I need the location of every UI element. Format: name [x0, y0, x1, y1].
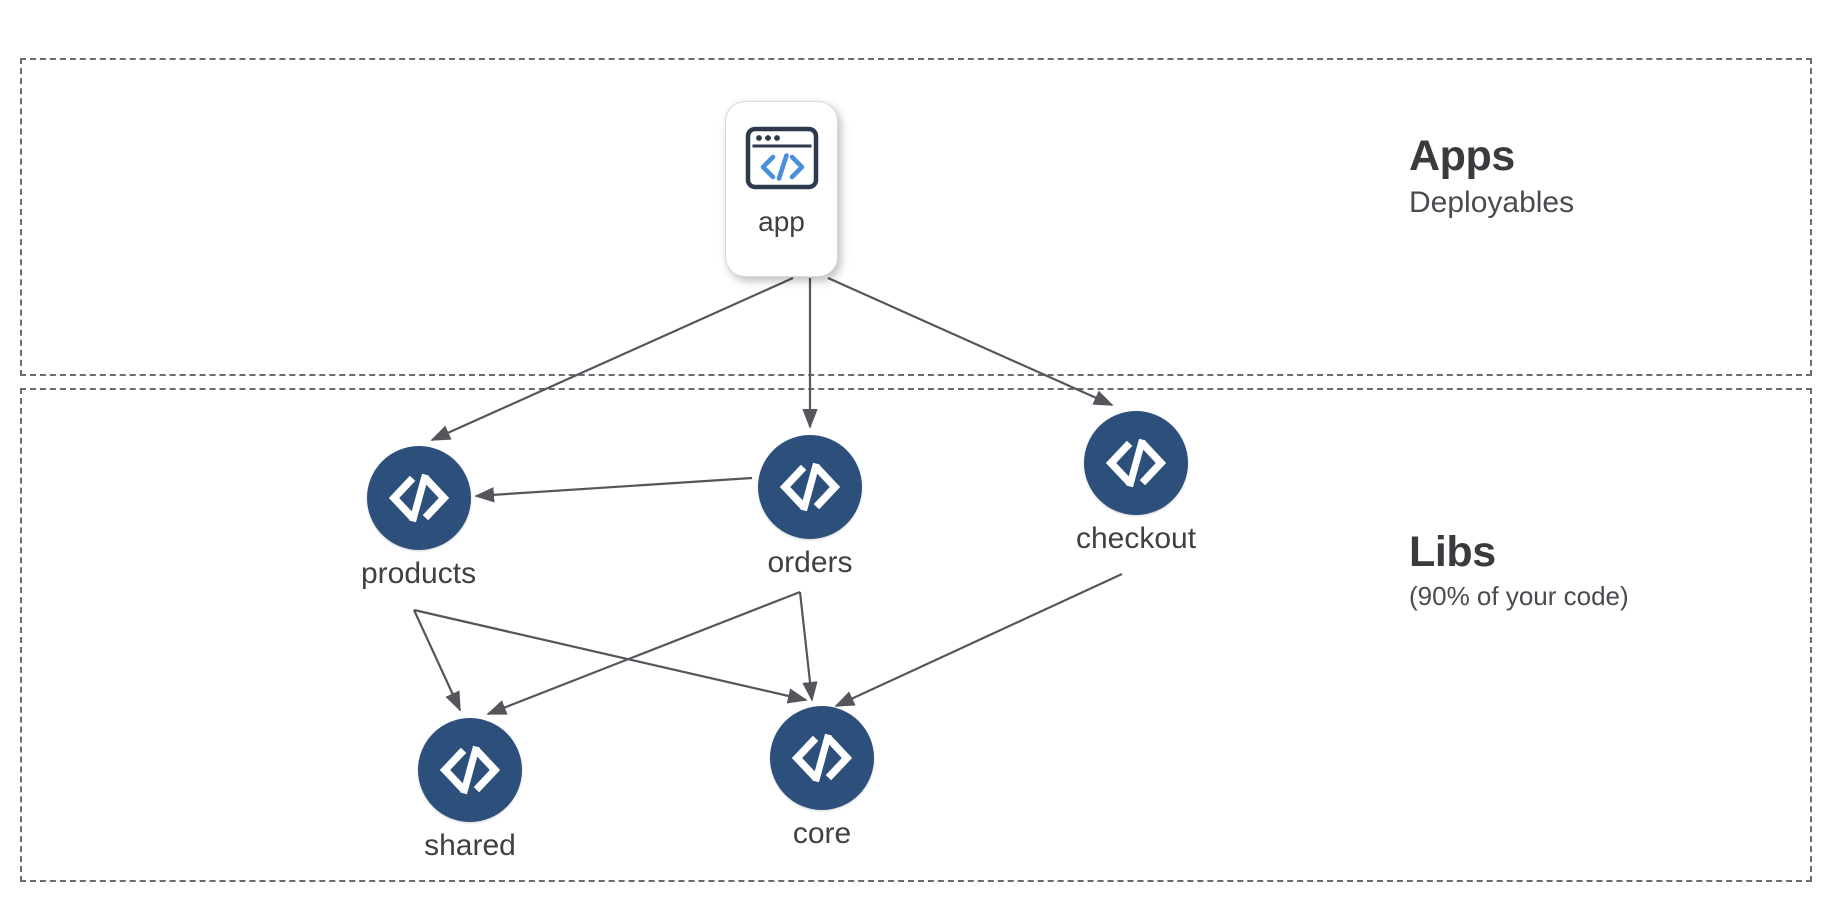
node-app[interactable]: app	[725, 101, 838, 277]
zone-apps-caption: Apps Deployables	[1409, 132, 1574, 220]
node-shared-label: shared	[424, 829, 516, 862]
node-products-label: products	[361, 557, 477, 590]
node-checkout-label: checkout	[1076, 522, 1197, 555]
zone-libs-subtitle: (90% of your code)	[1409, 581, 1629, 612]
node-orders[interactable]: orders	[758, 435, 862, 579]
node-orders-label: orders	[767, 546, 853, 579]
code-brackets-icon	[418, 718, 522, 822]
node-checkout[interactable]: checkout	[1076, 411, 1196, 555]
code-brackets-icon	[366, 446, 471, 550]
code-window-icon	[744, 120, 820, 196]
node-core[interactable]: core	[770, 706, 874, 850]
zone-libs-title: Libs	[1409, 528, 1496, 576]
node-shared[interactable]: shared	[418, 718, 522, 862]
zone-libs-boundary	[20, 388, 1812, 882]
code-brackets-icon	[1084, 411, 1189, 515]
zone-apps-title: Apps	[1409, 132, 1515, 180]
zone-libs-caption: Libs (90% of your code)	[1409, 528, 1629, 611]
node-products[interactable]: products	[361, 446, 476, 590]
node-app-label: app	[758, 206, 805, 237]
code-brackets-icon	[770, 706, 874, 810]
node-core-label: core	[792, 817, 852, 850]
zone-apps-subtitle: Deployables	[1409, 186, 1575, 220]
code-brackets-icon	[758, 435, 862, 539]
